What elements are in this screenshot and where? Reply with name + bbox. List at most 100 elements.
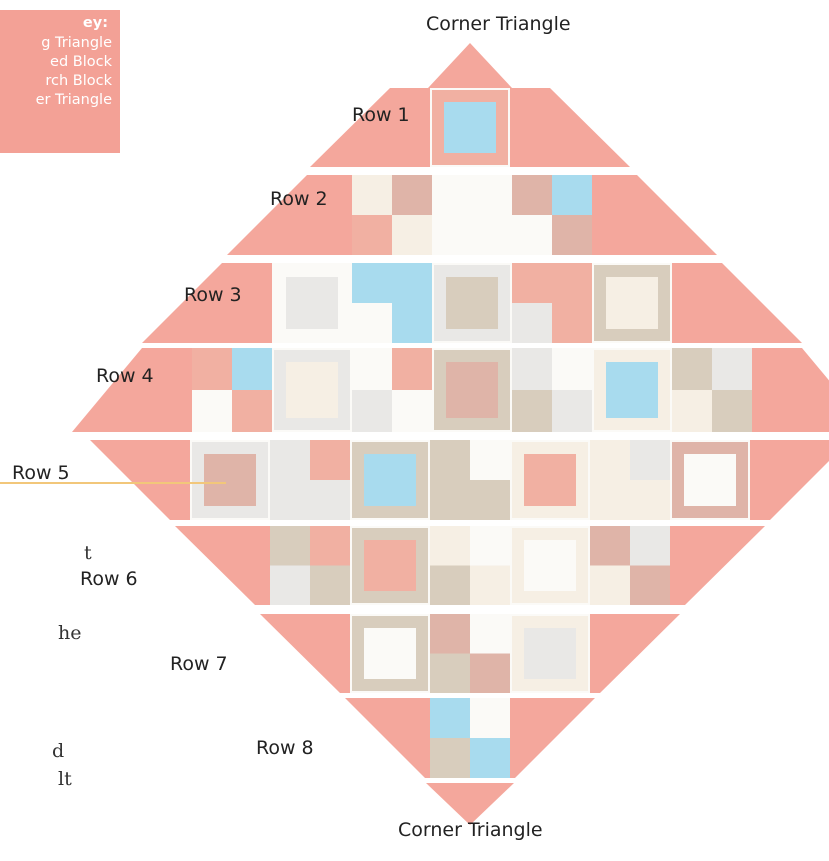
- body-text-fragment-4: lt: [58, 768, 72, 790]
- row-5-block-2-patch-a: [270, 440, 310, 480]
- row-3-block-2-patch-a: [352, 263, 392, 303]
- row-7-block-1-center: [364, 628, 416, 679]
- row-7-block-3-center: [524, 628, 576, 679]
- row-4-block-7-patch-b: [712, 348, 752, 390]
- row-5-block-6-patch-d: [630, 480, 670, 520]
- row-7-block-2-patch-c: [430, 654, 470, 694]
- row-4-block-6-center: [606, 362, 658, 418]
- row-1-label: Row 1: [352, 104, 410, 126]
- row-3-block-2-patch-c: [352, 303, 392, 343]
- row-4-block-1-patch-d: [232, 390, 272, 432]
- row-6-block-1-patch-d: [310, 566, 350, 606]
- row-6-block-3-patch-d: [470, 566, 510, 606]
- row-4-block-5-patch-d: [552, 390, 592, 432]
- row-5-block-2-patch-c: [270, 480, 310, 520]
- row-6-block-5-patch-b: [630, 526, 670, 566]
- row-5-block-6-patch-a: [590, 440, 630, 480]
- row-4-block-2-center: [286, 362, 338, 418]
- body-text-fragment-3: d: [52, 740, 64, 762]
- row-6-block-1-patch-a: [270, 526, 310, 566]
- row-5-block-6-patch-c: [590, 480, 630, 520]
- row-5-block-2-patch-d: [310, 480, 350, 520]
- row-6-block-4-center: [524, 540, 576, 591]
- row-3-block-1-center: [286, 277, 338, 329]
- row-4-block-7-patch-c: [672, 390, 712, 432]
- color-key: ey: g Triangle ed Block rch Block er Tri…: [0, 10, 120, 153]
- key-item-patch-block: rch Block: [45, 72, 112, 90]
- row-3-block-2-patch-d: [392, 303, 432, 343]
- row-6-block-5-patch-c: [590, 566, 630, 606]
- row-4-block-4-center: [446, 362, 498, 418]
- row-3-block-3-center: [446, 277, 498, 329]
- corner-triangle-top-label: Corner Triangle: [426, 13, 571, 35]
- row-5-block-1-center: [204, 454, 256, 506]
- row-4-block-5-patch-b: [552, 348, 592, 390]
- row-8-block-1-patch-c: [430, 738, 470, 778]
- row-2-block-3-patch-d: [552, 215, 592, 255]
- row-5-block-5-center: [524, 454, 576, 506]
- key-item-setting-triangle: g Triangle: [41, 34, 112, 52]
- row-6-block-1-patch-b: [310, 526, 350, 566]
- row-4-block-3-patch-b: [392, 348, 432, 390]
- row-5-block-4-patch-a: [430, 440, 470, 480]
- row-6-block-5-patch-d: [630, 566, 670, 606]
- row-4-block-1-patch-c: [192, 390, 232, 432]
- row-6-block-2-center: [364, 540, 416, 591]
- row-4-block-7-patch-d: [712, 390, 752, 432]
- row-5-block-6-patch-b: [630, 440, 670, 480]
- row-5-block-3-center: [364, 454, 416, 506]
- row-8-block-1-patch-a: [430, 698, 470, 738]
- row-2-block-3-patch-c: [512, 215, 552, 255]
- row-2-block-1-patch-a: [352, 175, 392, 215]
- row-1-block-1-center: [444, 102, 496, 153]
- row-3-block-4-patch-b: [552, 263, 592, 303]
- row-4-block-3-patch-c: [352, 390, 392, 432]
- row-2-block-2-center: [446, 189, 498, 241]
- row-7-block-2-patch-d: [470, 654, 510, 694]
- row-2-block-1-patch-d: [392, 215, 432, 255]
- row-4-block-5-patch-a: [512, 348, 552, 390]
- row-6-block-3-patch-b: [470, 526, 510, 566]
- row-4-block-3-patch-d: [392, 390, 432, 432]
- row-4-block-7-patch-a: [672, 348, 712, 390]
- row-2-block-3-patch-b: [552, 175, 592, 215]
- corner-triangle-bottom-label: Corner Triangle: [398, 819, 543, 841]
- row-2-block-1-patch-b: [392, 175, 432, 215]
- row-2-block-1-patch-c: [352, 215, 392, 255]
- row-5-block-4-patch-d: [470, 480, 510, 520]
- row-4-label: Row 4: [96, 365, 154, 387]
- row-7-label: Row 7: [170, 653, 228, 675]
- row-6-block-3-patch-a: [430, 526, 470, 566]
- key-title: ey:: [83, 14, 108, 32]
- row-8-label: Row 8: [256, 737, 314, 759]
- key-item-corner-triangle: er Triangle: [36, 91, 112, 109]
- row-6-block-1-patch-c: [270, 566, 310, 606]
- corner-triangle-top: [428, 43, 512, 88]
- row-3-block-2-patch-b: [392, 263, 432, 303]
- quilt-diamond: [72, 43, 829, 825]
- row-5-block-7-center: [684, 454, 736, 506]
- row-6-block-3-patch-c: [430, 566, 470, 606]
- row-3-block-4-patch-c: [512, 303, 552, 343]
- row-3-block-4-patch-a: [512, 263, 552, 303]
- row-4-block-5-patch-c: [512, 390, 552, 432]
- row-4-block-3-patch-a: [352, 348, 392, 390]
- row-7-block-2-patch-b: [470, 614, 510, 654]
- row-5-label: Row 5: [12, 462, 70, 484]
- key-item-pieced-block: ed Block: [50, 53, 112, 71]
- row-2-label: Row 2: [270, 188, 328, 210]
- row-4-block-1-patch-b: [232, 348, 272, 390]
- row-2-block-3-patch-a: [512, 175, 552, 215]
- row-3-block-5-center: [606, 277, 658, 329]
- row-6-block-5-patch-a: [590, 526, 630, 566]
- row-3-block-4-patch-d: [552, 303, 592, 343]
- row-5-block-4-patch-b: [470, 440, 510, 480]
- row-5-block-2-patch-b: [310, 440, 350, 480]
- row-8-block-1-patch-b: [470, 698, 510, 738]
- body-text-fragment-2: he: [58, 622, 81, 644]
- row-7-block-2-patch-a: [430, 614, 470, 654]
- body-text-fragment-1: t: [84, 542, 92, 564]
- row-6-label: Row 6: [80, 568, 138, 590]
- row-8-block-1-patch-d: [470, 738, 510, 778]
